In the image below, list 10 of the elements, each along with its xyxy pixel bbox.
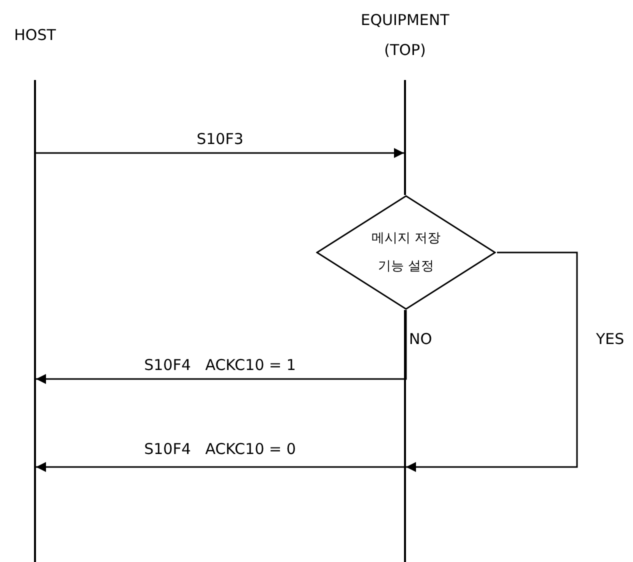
arrow <box>36 462 404 472</box>
arrow <box>36 148 404 158</box>
branch-label: YES <box>596 330 624 348</box>
decision-diamond <box>316 195 496 310</box>
participant-name: EQUIPMENT (TOP) <box>360 10 450 61</box>
decision-text: 메시지 저장 기능 설정 <box>370 230 442 276</box>
branch-label: NO <box>409 330 432 348</box>
arrow <box>406 252 578 472</box>
participant-name: HOST <box>13 25 57 46</box>
arrow <box>36 310 407 384</box>
